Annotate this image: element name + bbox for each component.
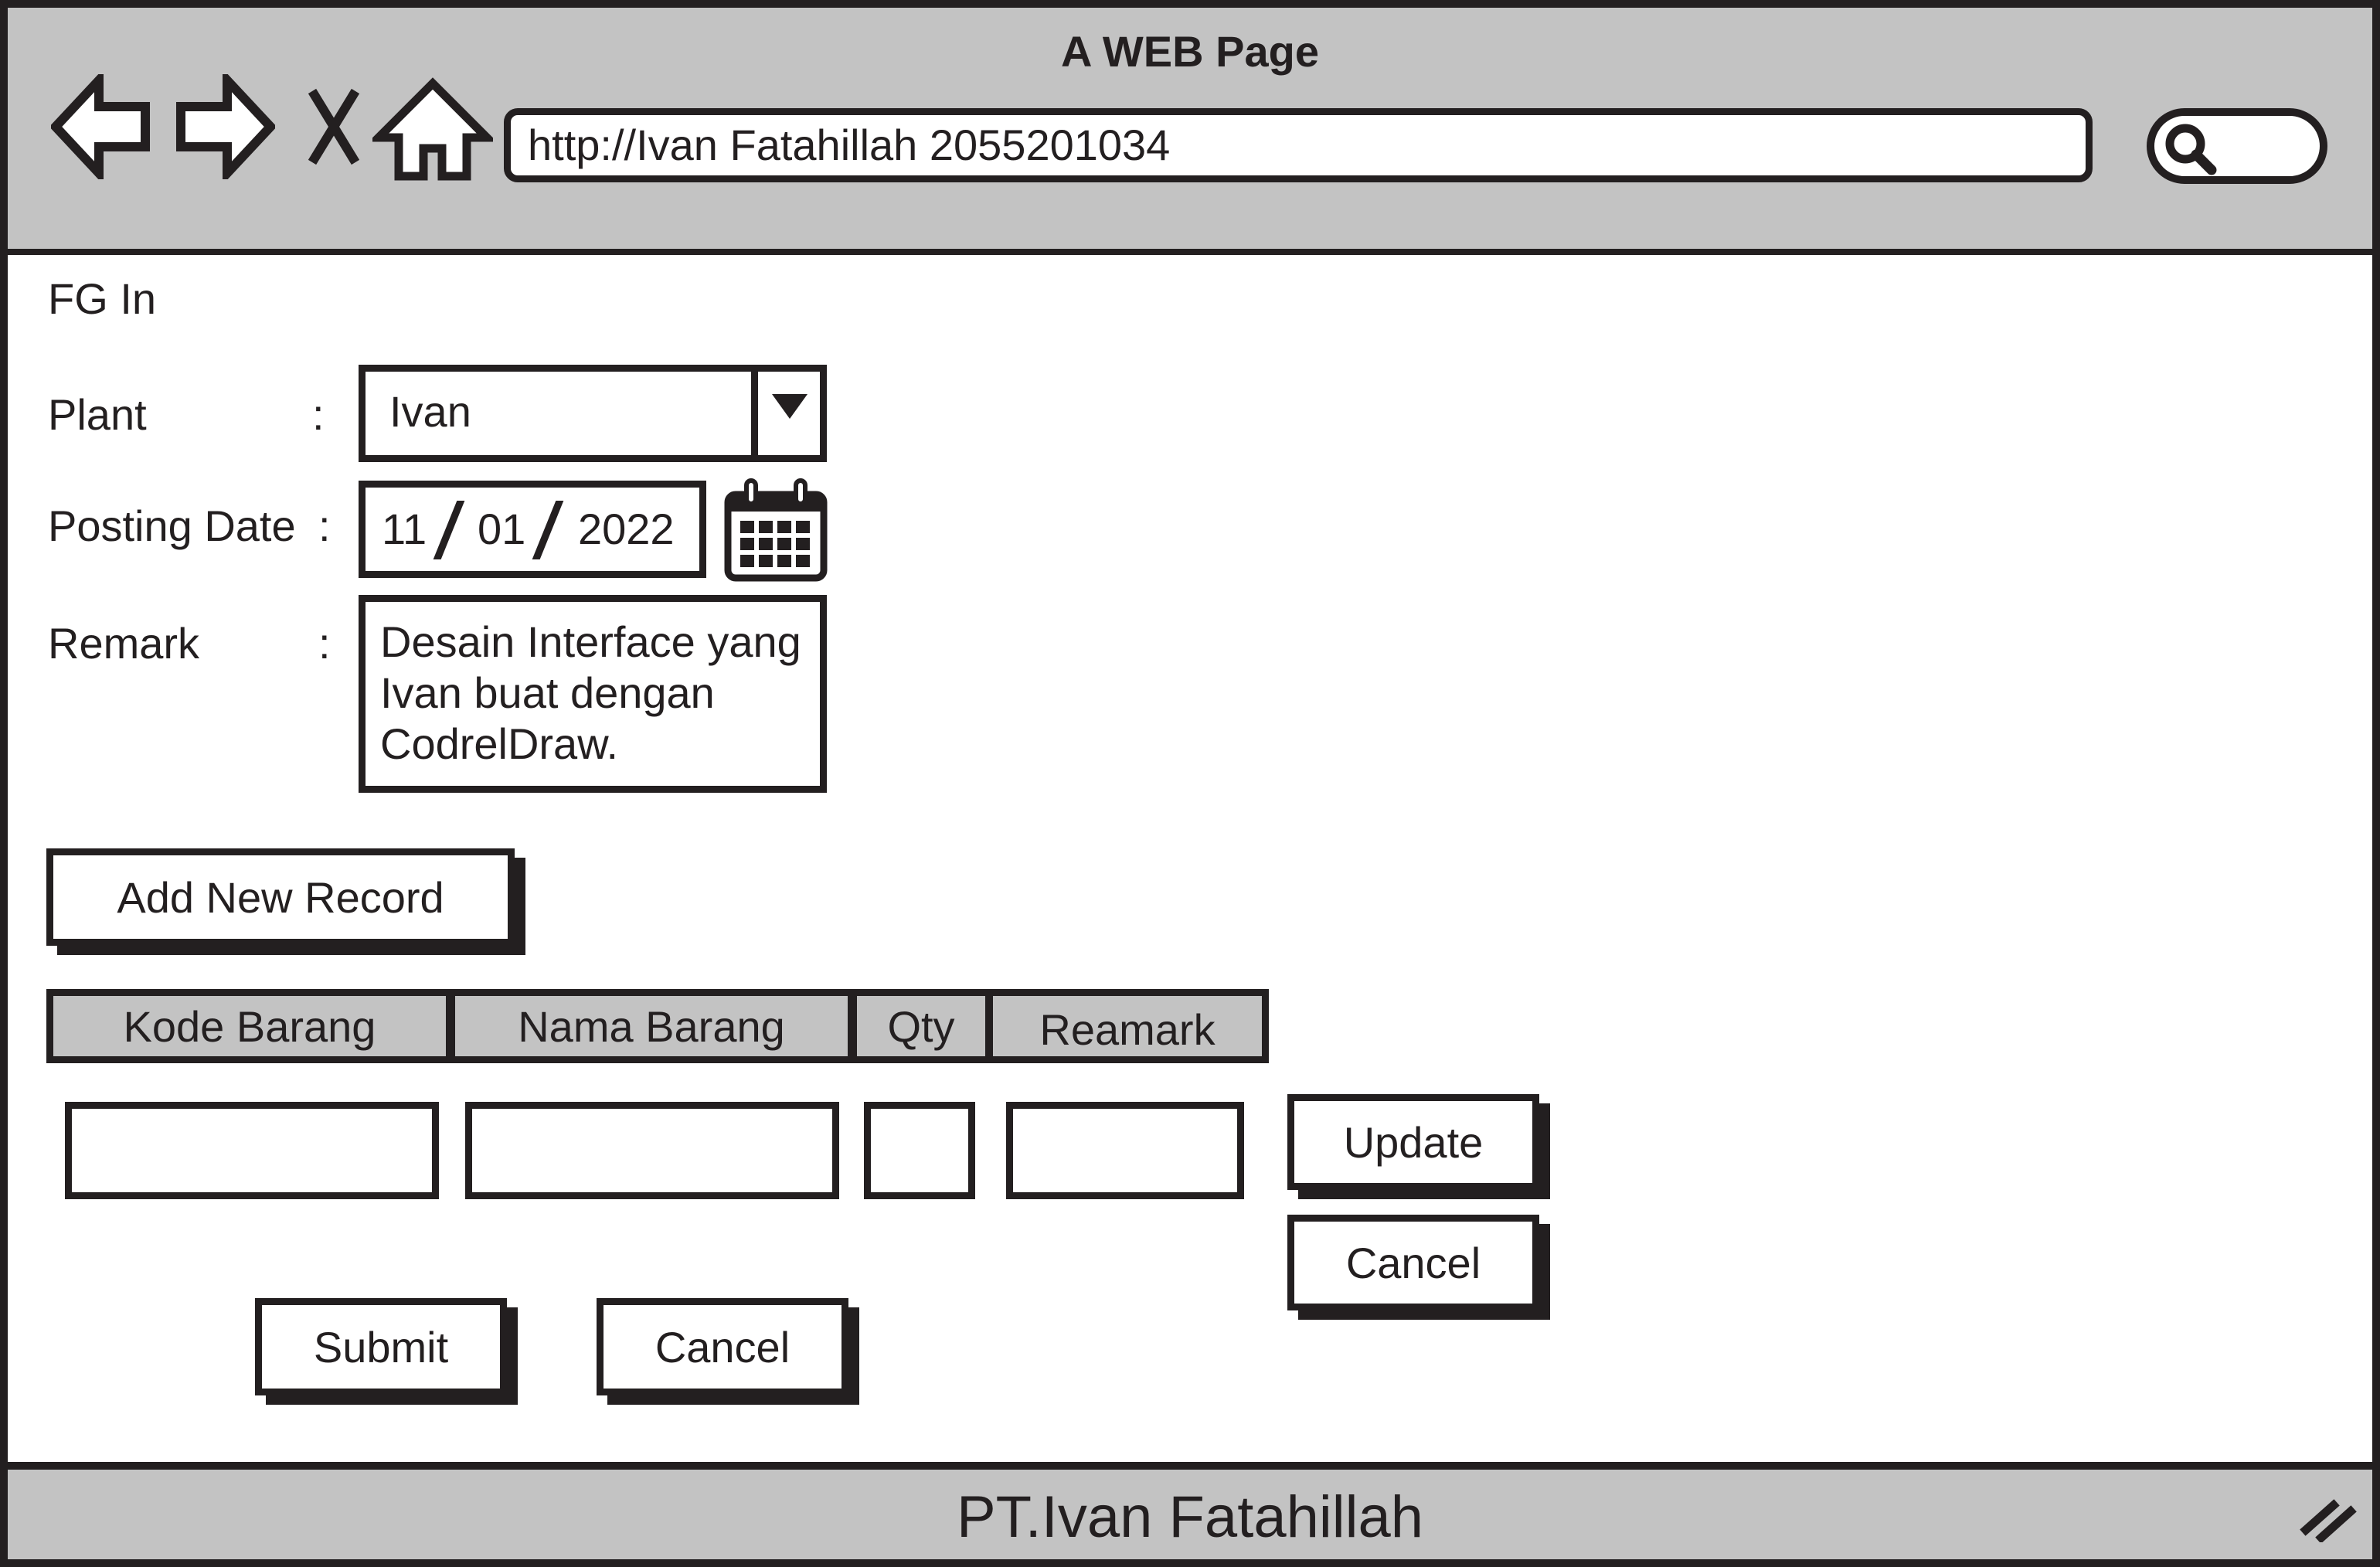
stop-icon[interactable] (304, 87, 363, 167)
update-button[interactable]: Update (1287, 1094, 1539, 1190)
nama-barang-input[interactable] (465, 1102, 839, 1199)
date-year[interactable]: 2022 (578, 505, 675, 553)
page-title: FG In (48, 274, 157, 323)
resize-grip-icon[interactable] (2300, 1493, 2358, 1542)
kode-barang-input[interactable] (65, 1102, 439, 1199)
forward-arrow-icon[interactable] (175, 74, 275, 179)
window-title: A WEB Page (1061, 27, 1319, 76)
date-month[interactable]: 01 (478, 505, 526, 553)
submit-button[interactable]: Submit (255, 1298, 507, 1395)
column-header-kode-barang: Kode Barang (46, 989, 453, 1063)
home-icon[interactable] (372, 77, 493, 182)
column-header-qty: Qty (850, 989, 992, 1063)
posting-date-field[interactable] (359, 481, 706, 578)
row-cancel-button[interactable]: Cancel (1287, 1215, 1539, 1310)
chevron-down-icon (772, 394, 808, 419)
add-new-record-button[interactable]: Add New Record (46, 848, 515, 946)
footer-company-name: PT.Ivan Fatahillah (956, 1484, 1424, 1550)
qty-input[interactable] (864, 1102, 975, 1199)
column-header-nama-barang: Nama Barang (448, 989, 855, 1063)
calendar-icon[interactable] (723, 478, 828, 583)
reamark-input[interactable] (1006, 1102, 1244, 1199)
remark-colon: : (318, 619, 331, 668)
plant-select-value: Ivan (389, 387, 471, 436)
remark-textarea[interactable] (359, 595, 827, 793)
remark-label: Remark (48, 619, 200, 668)
posting-date-colon: : (318, 501, 331, 550)
plant-label: Plant (48, 390, 147, 439)
cancel-button[interactable]: Cancel (597, 1298, 848, 1395)
remark-text: Desain Interface yang Ivan buat dengan C… (380, 617, 801, 768)
date-day[interactable]: 11 (382, 505, 427, 553)
plant-colon: : (312, 390, 325, 439)
search-icon[interactable] (2164, 122, 2218, 176)
back-arrow-icon[interactable] (51, 74, 151, 179)
plant-select[interactable] (359, 365, 827, 462)
status-bar (3, 1462, 2377, 1564)
posting-date-label: Posting Date (48, 501, 296, 550)
plant-dropdown-button[interactable] (751, 365, 825, 462)
column-header-reamark: Reamark (986, 989, 1269, 1063)
address-bar[interactable]: http://Ivan Fatahillah 2055201034 (504, 108, 2093, 182)
